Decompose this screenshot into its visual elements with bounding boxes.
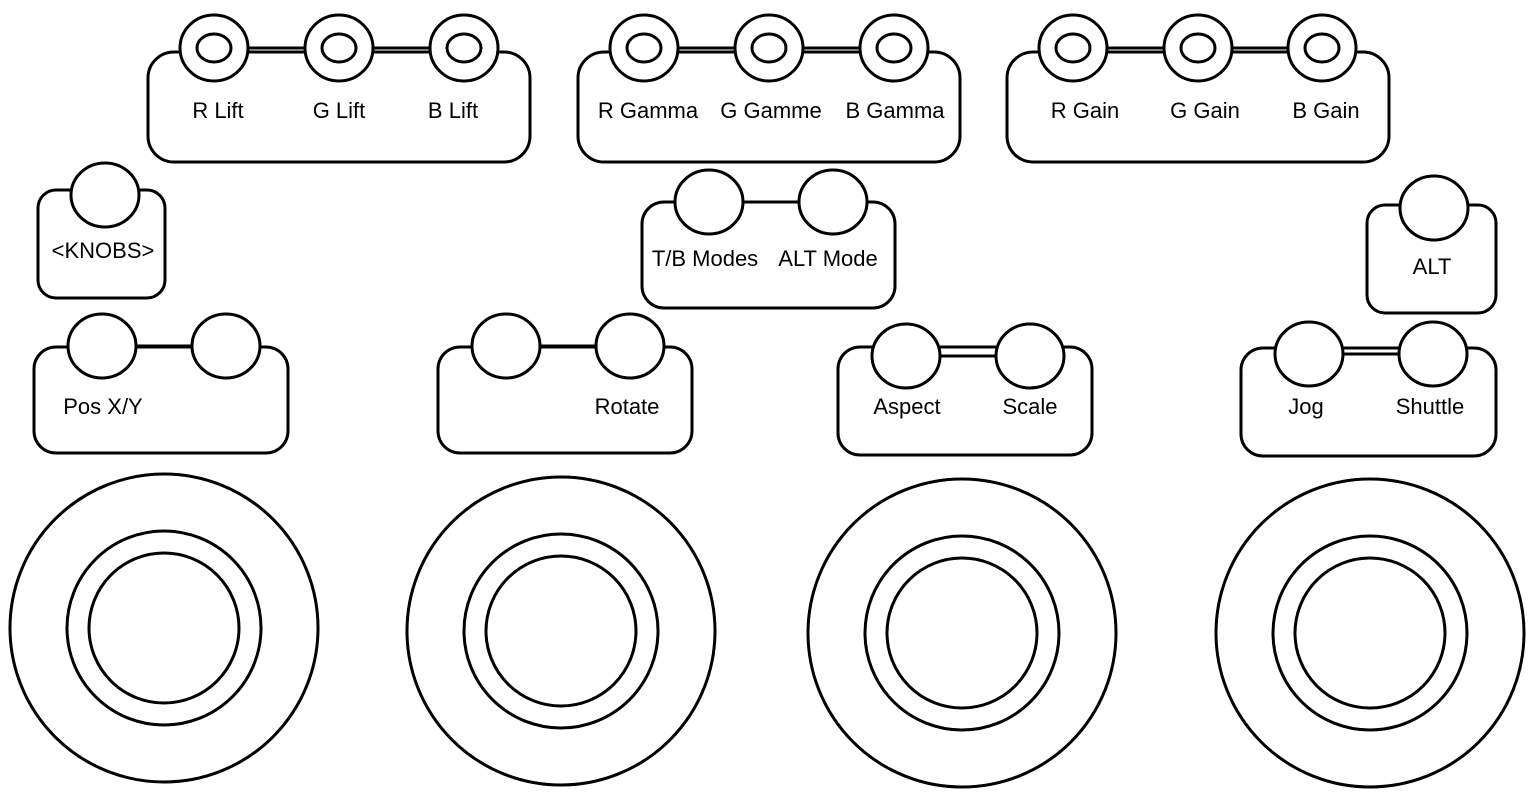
b-lift-label: B Lift — [428, 98, 478, 123]
r-lift-knob[interactable] — [178, 13, 250, 83]
b-gain-label: B Gain — [1292, 98, 1359, 123]
alt-group: ALT — [1365, 174, 1498, 315]
trackball-4[interactable] — [1214, 477, 1526, 789]
aspect-label: Aspect — [873, 394, 940, 419]
rotate-button[interactable] — [594, 312, 666, 380]
b-gamma-label: B Gamma — [845, 98, 945, 123]
g-lift-knob[interactable] — [303, 13, 375, 83]
alt-label: ALT — [1413, 254, 1452, 279]
jog-label: Jog — [1288, 394, 1323, 419]
modes-group: T/B Modes ALT Mode — [640, 168, 897, 310]
r-gamma-knob[interactable] — [608, 13, 680, 83]
g-gain-label: G Gain — [1170, 98, 1240, 123]
b-gain-knob[interactable] — [1286, 13, 1358, 83]
pos-group: Pos X/Y — [32, 312, 290, 455]
scale-button[interactable] — [994, 322, 1066, 390]
alt-mode-button[interactable] — [797, 168, 869, 236]
jog-group: Jog Shuttle — [1239, 320, 1498, 458]
rotate-left-button[interactable] — [470, 312, 542, 380]
aspect-group: Aspect Scale — [836, 322, 1094, 457]
r-gain-knob[interactable] — [1037, 13, 1109, 83]
gain-group: R Gain G Gain B Gain — [1005, 13, 1391, 164]
aspect-button[interactable] — [870, 322, 942, 390]
lift-group: R Lift G Lift B Lift — [146, 13, 532, 164]
g-gamma-label: G Gamme — [720, 98, 821, 123]
b-gamma-knob[interactable] — [858, 13, 930, 83]
trackball-1[interactable] — [8, 472, 320, 784]
rotate-label: Rotate — [595, 394, 660, 419]
trackball-2[interactable] — [405, 475, 717, 787]
b-lift-knob[interactable] — [428, 13, 500, 83]
r-lift-label: R Lift — [192, 98, 243, 123]
shuttle-button[interactable] — [1397, 320, 1469, 388]
alt-mode-label: ALT Mode — [778, 246, 877, 271]
knobs-label: <KNOBS> — [52, 238, 155, 263]
g-gain-knob[interactable] — [1162, 13, 1234, 83]
knobs-button[interactable] — [69, 161, 141, 229]
tb-modes-label: T/B Modes — [652, 246, 758, 271]
trackball-3[interactable] — [806, 477, 1118, 789]
scale-label: Scale — [1002, 394, 1057, 419]
shuttle-label: Shuttle — [1396, 394, 1465, 419]
alt-button[interactable] — [1398, 174, 1470, 242]
r-gain-label: R Gain — [1051, 98, 1119, 123]
tb-modes-button[interactable] — [673, 168, 745, 236]
g-lift-label: G Lift — [313, 98, 366, 123]
r-gamma-label: R Gamma — [598, 98, 699, 123]
pos-y-button[interactable] — [190, 312, 262, 380]
pos-label: Pos X/Y — [63, 394, 143, 419]
gamma-group: R Gamma G Gamme B Gamma — [576, 13, 962, 164]
rotate-group: Rotate — [436, 312, 694, 455]
g-gamma-knob[interactable] — [733, 13, 805, 83]
pos-x-button[interactable] — [66, 312, 138, 380]
jog-button[interactable] — [1273, 320, 1345, 388]
knobs-group: <KNOBS> — [36, 161, 167, 300]
